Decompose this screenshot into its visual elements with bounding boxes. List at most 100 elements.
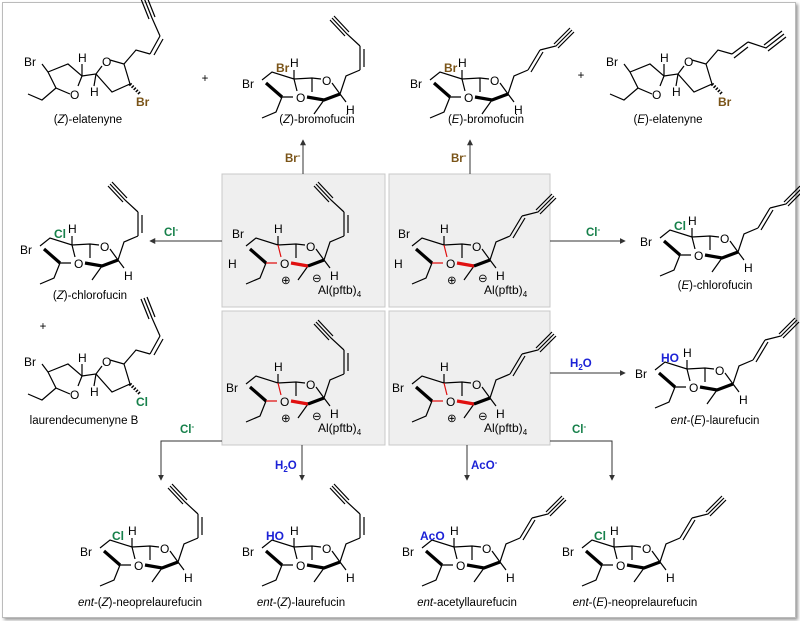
svg-text:O: O — [100, 240, 109, 254]
structure-z-chlorofucin: Br Cl H O O H — [20, 181, 143, 286]
structure-ent-e-laurefucin: Br HO H O O H — [635, 317, 800, 410]
svg-text:H: H — [440, 222, 449, 236]
structure-ent-acetyllaurefucin: Br AcO H O O H — [402, 495, 567, 588]
label-e-bromofucin: (E)-bromofucin — [448, 114, 524, 126]
svg-text:O: O — [456, 559, 465, 573]
oxonium-e-top: Br H H O O ⊕ H ⊖ Al(pftb)4 — [394, 193, 557, 299]
svg-text:O: O — [472, 378, 481, 392]
svg-text:Br: Br — [640, 235, 652, 249]
svg-text:O: O — [280, 395, 289, 409]
svg-text:⊖: ⊖ — [478, 273, 488, 285]
svg-text:H: H — [124, 269, 133, 283]
svg-text:H: H — [78, 51, 87, 65]
svg-text:O: O — [720, 232, 729, 246]
svg-text:Br: Br — [242, 545, 254, 559]
reagent-water-bottom: H2O — [275, 460, 297, 474]
svg-text:H: H — [440, 360, 449, 374]
svg-text:H: H — [739, 393, 748, 407]
structure-ent-z-neoprelaurefucin: Br Cl H O O H — [80, 483, 203, 588]
svg-text:O: O — [322, 74, 331, 88]
svg-text:O: O — [74, 257, 83, 271]
svg-text:H: H — [683, 346, 692, 360]
label-ent-z-neoprelaurefucin: ent-(Z)-neoprelaurefucin — [78, 597, 202, 609]
svg-text:O: O — [134, 559, 143, 573]
reagent-bromide-e: Br- — [451, 151, 467, 165]
svg-text:H: H — [496, 269, 505, 283]
label-laurendecumenyne-b: laurendecumenyne B — [30, 415, 139, 427]
svg-text:Al(pftb)4: Al(pftb)4 — [318, 283, 362, 299]
svg-text:O: O — [70, 88, 79, 102]
svg-text:H: H — [394, 257, 403, 271]
label-z-bromofucin: (Z)-bromofucin — [279, 114, 354, 126]
structure-ent-e-neoprelaurefucin: Br Cl H O O H — [562, 495, 727, 588]
label-ent-e-neoprelaurefucin: ent-(E)-neoprelaurefucin — [573, 597, 698, 609]
svg-text:O: O — [715, 364, 724, 378]
svg-text:Br: Br — [276, 61, 290, 75]
svg-text:H: H — [290, 524, 299, 538]
svg-text:H: H — [666, 571, 675, 585]
svg-text:O: O — [464, 91, 473, 105]
svg-text:⊖: ⊖ — [312, 411, 322, 423]
oxonium-box-z-top — [221, 173, 386, 308]
svg-text:Al(pftb)4: Al(pftb)4 — [484, 421, 528, 437]
svg-text:H: H — [90, 385, 99, 399]
label-ent-z-laurefucin: ent-(Z)-laurefucin — [257, 597, 345, 609]
svg-text:Br: Br — [562, 545, 574, 559]
svg-text:O: O — [322, 542, 331, 556]
svg-text:Al(pftb)4: Al(pftb)4 — [318, 421, 362, 437]
svg-text:Br: Br — [20, 243, 32, 257]
svg-text:Br: Br — [718, 95, 732, 109]
svg-text:H: H — [506, 571, 515, 585]
svg-text:O: O — [306, 378, 315, 392]
label-z-chlorofucin: (Z)-chlorofucin — [53, 290, 127, 302]
svg-text:Cl: Cl — [594, 529, 606, 543]
svg-text:O: O — [446, 257, 455, 271]
svg-text:H: H — [672, 85, 681, 99]
svg-text:H: H — [346, 103, 355, 117]
reagent-bromide-z: Br- — [285, 151, 301, 165]
svg-text:H: H — [450, 524, 459, 538]
svg-text:⊕: ⊕ — [281, 413, 291, 425]
svg-text:O: O — [472, 240, 481, 254]
oxonium-e-bottom: Br H O O ⊕ H ⊖ Al(pftb)4 — [392, 331, 557, 437]
svg-text:Cl: Cl — [112, 529, 124, 543]
svg-text:O: O — [689, 381, 698, 395]
svg-text:O: O — [306, 240, 315, 254]
svg-text:Br: Br — [444, 61, 458, 75]
svg-text:H: H — [78, 351, 87, 365]
structure-ent-z-laurefucin: Br HO H O O H — [242, 483, 365, 588]
label-z-elatenyne: (Z)-elatenyne — [54, 114, 122, 126]
svg-text:H: H — [744, 261, 753, 275]
svg-text:⊕: ⊕ — [281, 275, 291, 287]
svg-text:O: O — [160, 542, 169, 556]
oxonium-box-e-top — [388, 173, 551, 308]
svg-text:H: H — [290, 56, 299, 70]
svg-text:⊕: ⊕ — [447, 413, 457, 425]
label-ent-e-laurefucin: ent-(E)-laurefucin — [671, 415, 760, 427]
svg-text:Br: Br — [402, 545, 414, 559]
svg-text:H: H — [274, 222, 283, 236]
svg-text:⊖: ⊖ — [312, 273, 322, 285]
structure-e-chlorofucin: Br Cl H O O H — [640, 185, 800, 278]
svg-text:O: O — [70, 388, 79, 402]
reagent-acetate: AcO- — [471, 458, 498, 472]
reagent-water-right: H2O — [570, 358, 592, 372]
svg-text:Br: Br — [136, 95, 150, 109]
svg-text:O: O — [296, 559, 305, 573]
structure-z-elatenyne: Br O O H H Br — [24, 0, 164, 109]
svg-text:H: H — [330, 407, 339, 421]
svg-text:Br: Br — [226, 381, 238, 395]
oxonium-z-top: Br H H O O ⊕ H ⊖ Al(pftb)4 — [228, 181, 362, 299]
reagent-chloride-right: Cl- — [586, 225, 601, 239]
svg-text:H: H — [660, 51, 669, 65]
svg-text:O: O — [490, 74, 499, 88]
svg-text:⊖: ⊖ — [478, 411, 488, 423]
svg-text:O: O — [694, 249, 703, 263]
svg-text:⊕: ⊕ — [447, 275, 457, 287]
plus-sign-middle: + — [40, 321, 47, 333]
svg-text:Al(pftb)4: Al(pftb)4 — [484, 283, 528, 299]
svg-text:Br: Br — [398, 227, 410, 241]
svg-text:H: H — [610, 524, 619, 538]
